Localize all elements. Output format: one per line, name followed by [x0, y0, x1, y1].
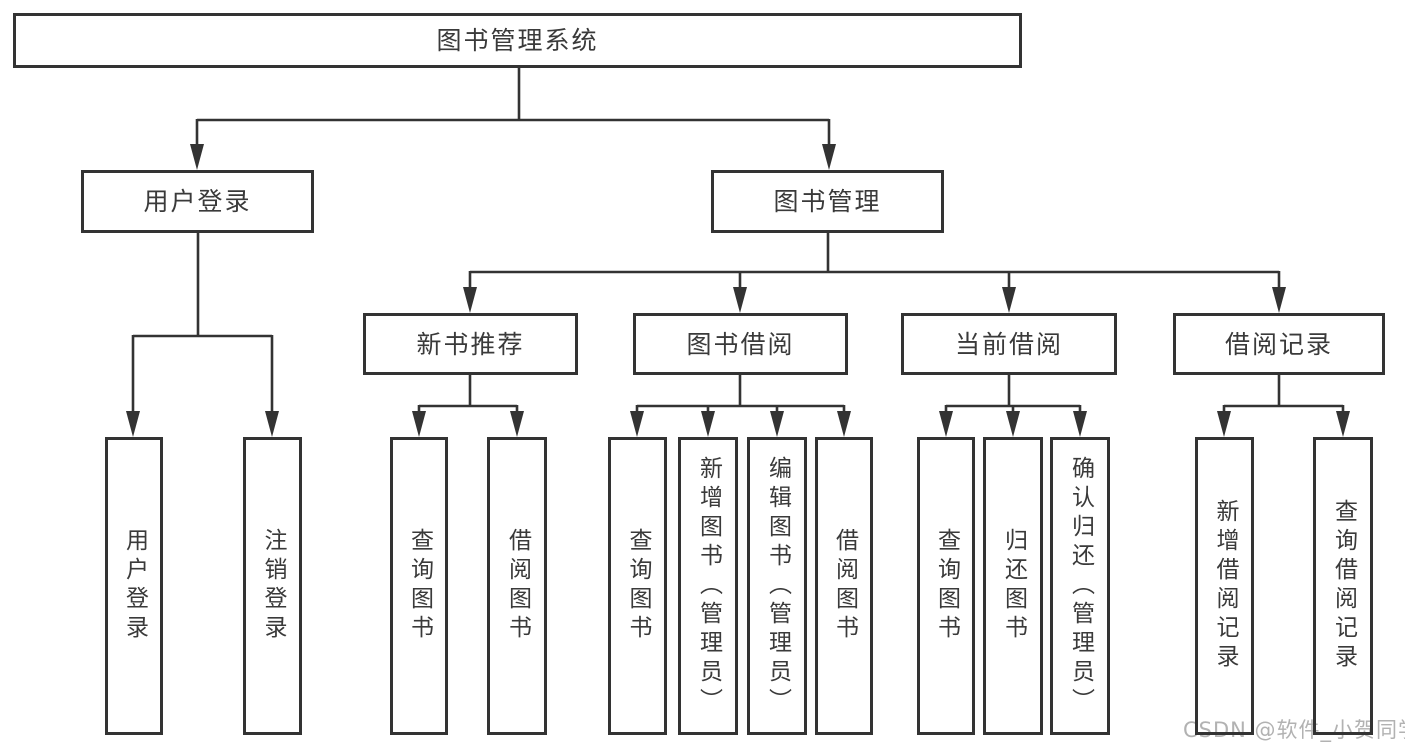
leaf-borrow-books-recommend-label: 借阅图书 [504, 528, 531, 644]
connector-new-book-recommendation-to-leaves [412, 375, 524, 437]
leaf-user-login-label: 用户登录 [121, 528, 148, 644]
leaf-query-borrow-record-label: 查询借阅记录 [1330, 499, 1357, 673]
node-book-management: 图书管理 [711, 170, 944, 233]
leaf-borrow-books-label: 借阅图书 [831, 528, 858, 644]
leaf-borrow-books-recommend: 借阅图书 [487, 437, 547, 735]
leaf-add-borrow-record-label: 新增借阅记录 [1212, 499, 1238, 673]
leaf-query-books-current: 查询图书 [917, 437, 975, 735]
leaf-user-login: 用户登录 [105, 437, 163, 735]
node-current-borrowing: 当前借阅 [901, 313, 1117, 375]
node-book-borrowing: 图书借阅 [633, 313, 848, 375]
leaf-query-books-recommend: 查询图书 [390, 437, 448, 735]
node-borrowing-records-label: 借阅记录 [1224, 329, 1333, 359]
csdn-watermark: CSDN @软件_小贺同学 [1183, 718, 1405, 742]
connector-book-borrowing-to-leaves [630, 375, 851, 437]
leaf-confirm-return-admin-label: 确认归还（管理员） [1067, 455, 1094, 717]
leaf-edit-books-admin-label: 编辑图书（管理员） [764, 455, 791, 717]
node-book-management-label: 图书管理 [773, 187, 882, 216]
leaf-query-books-borrowing-label: 查询图书 [625, 528, 651, 644]
leaf-add-books-admin-label: 新增图书（管理员） [695, 455, 722, 717]
node-user-login-branch-label: 用户登录 [143, 187, 252, 216]
leaf-borrow-books: 借阅图书 [815, 437, 873, 735]
leaf-query-books-current-label: 查询图书 [933, 528, 960, 644]
leaf-return-books: 归还图书 [983, 437, 1043, 735]
leaf-logout: 注销登录 [243, 437, 302, 735]
leaf-query-books-borrowing: 查询图书 [608, 437, 667, 735]
node-book-borrowing-label: 图书借阅 [686, 329, 795, 359]
node-current-borrowing-label: 当前借阅 [954, 329, 1063, 359]
leaf-logout-label: 注销登录 [260, 528, 286, 644]
leaf-return-books-label: 归还图书 [1000, 528, 1027, 644]
node-new-book-recommendation-label: 新书推荐 [416, 329, 525, 359]
connector-user-login-to-leaves [126, 233, 279, 437]
connector-current-borrowing-to-leaves [939, 375, 1087, 437]
leaf-edit-books-admin: 编辑图书（管理员） [747, 437, 807, 735]
node-user-login-branch: 用户登录 [81, 170, 314, 233]
connector-book-management-to-level3 [463, 233, 1286, 313]
node-new-book-recommendation: 新书推荐 [363, 313, 578, 375]
leaf-query-books-recommend-label: 查询图书 [406, 528, 433, 644]
node-borrowing-records: 借阅记录 [1173, 313, 1385, 375]
node-root-system-label: 图书管理系统 [436, 26, 599, 55]
leaf-query-borrow-record: 查询借阅记录 [1313, 437, 1373, 735]
leaf-add-borrow-record: 新增借阅记录 [1195, 437, 1254, 735]
node-root-system: 图书管理系统 [13, 13, 1022, 68]
leaf-add-books-admin: 新增图书（管理员） [678, 437, 738, 735]
leaf-confirm-return-admin: 确认归还（管理员） [1050, 437, 1110, 735]
connector-root-to-level2 [190, 68, 836, 170]
connector-borrowing-records-to-leaves [1217, 375, 1350, 437]
